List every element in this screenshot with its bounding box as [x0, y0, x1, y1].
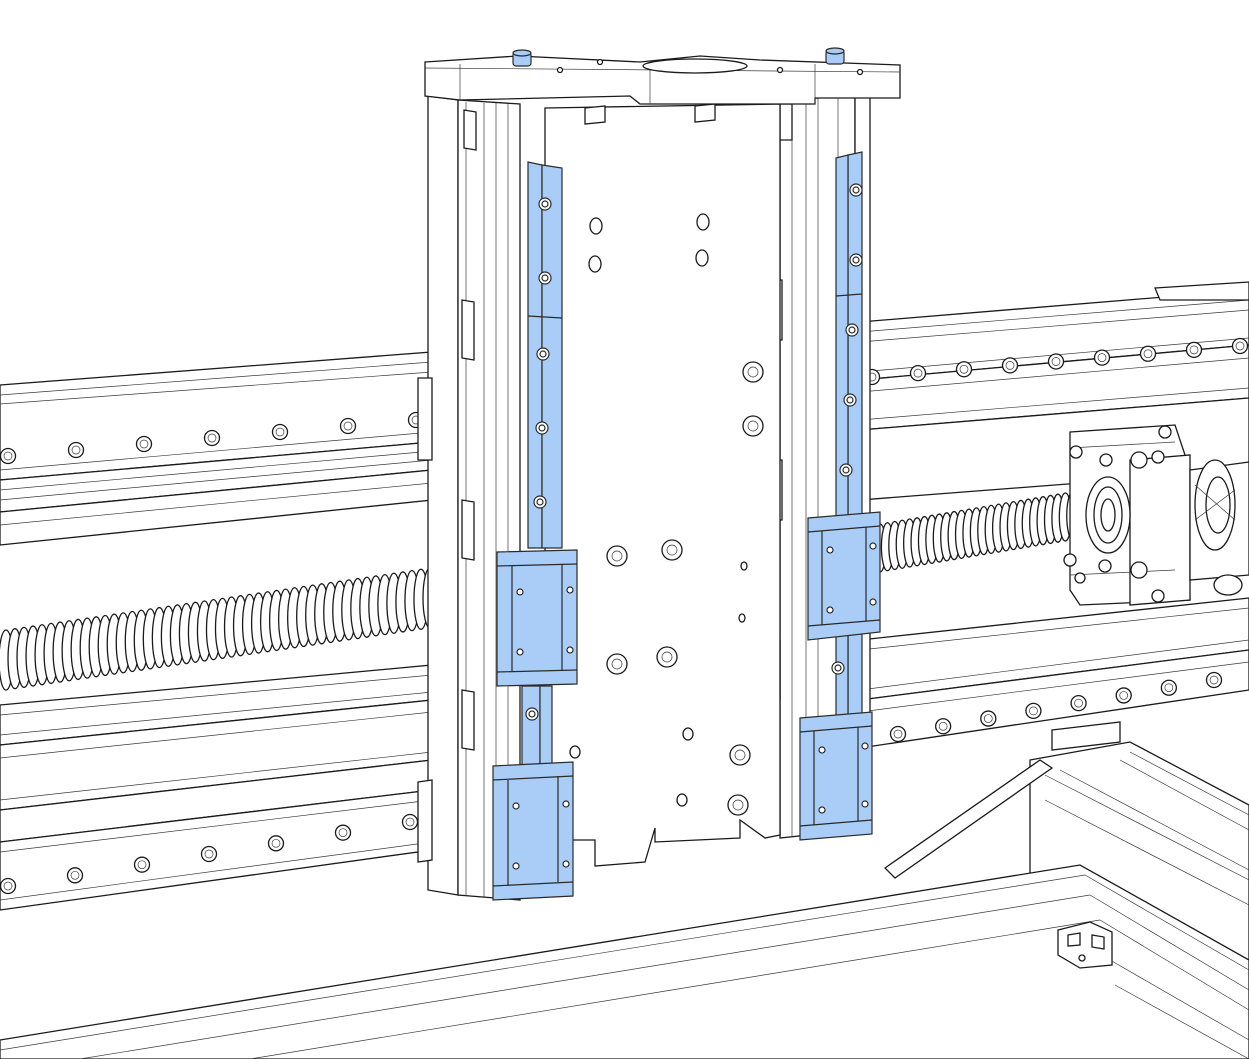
rail-bolt	[536, 347, 550, 361]
linear-rail-left-face	[541, 164, 563, 549]
left-ballscrew	[0, 567, 438, 691]
extrusion-bolt	[1115, 687, 1132, 704]
linear-rail-left-lower	[521, 685, 541, 771]
mounting-hole	[696, 213, 710, 231]
mounting-hole	[569, 745, 581, 759]
corner-bracket	[1057, 921, 1113, 969]
rail-bolt	[843, 393, 857, 407]
extrusion-bolt	[1093, 349, 1111, 366]
left-lower-bolt-row	[0, 813, 419, 895]
mounting-hole	[738, 613, 746, 623]
socket-cap-screw	[606, 545, 628, 567]
extrusion-bolt	[401, 813, 419, 831]
extrusion-bolt	[1205, 671, 1223, 689]
plate-mounting-holes	[569, 213, 764, 816]
extrusion-bolt	[980, 710, 997, 727]
rail-bolt	[831, 661, 845, 675]
extrusion-bolt	[934, 718, 952, 735]
rail-bolt	[839, 463, 853, 477]
extrusion-bolt	[200, 845, 218, 863]
extrusion-bolt	[1160, 679, 1178, 696]
extrusion-bolt	[1185, 341, 1203, 359]
mounting-hole	[695, 249, 709, 267]
socket-cap-screw	[606, 653, 628, 675]
extrusion-bolt	[271, 423, 289, 441]
mounting-hole	[740, 561, 748, 571]
extrusion-bolt	[135, 435, 153, 453]
rail-bolt	[538, 271, 552, 285]
right-lower-bolt-row	[889, 671, 1223, 743]
mounting-hole	[589, 217, 603, 235]
extrusion-bolt	[889, 725, 907, 743]
linear-rail-left-lower-face	[539, 685, 553, 771]
rail-bolts	[525, 183, 863, 721]
rail-bolt	[849, 183, 863, 197]
carriage-block-left-lower	[492, 761, 574, 901]
extrusion-bolt	[267, 835, 285, 852]
socket-cap-screw	[742, 361, 764, 383]
left-x-extrusion	[0, 351, 433, 546]
socket-cap-screw	[661, 539, 683, 561]
front-frame	[0, 721, 1249, 1059]
rail-bolt	[535, 421, 549, 435]
left-linear-rail	[521, 161, 563, 771]
extrusion-bolt	[133, 856, 151, 873]
extrusion-bolt	[0, 877, 17, 895]
extrusion-bolt	[1070, 694, 1087, 712]
extrusion-bolt	[1001, 357, 1019, 374]
bolt-cap-right	[825, 47, 845, 65]
left-rail-bolt-row	[0, 411, 425, 465]
left-lower-extrusion	[0, 664, 433, 911]
extrusion-bolt	[1139, 345, 1157, 362]
extrusion-bolt	[334, 824, 352, 841]
mounting-hole	[676, 793, 688, 807]
extrusion-bolt	[1047, 353, 1065, 370]
bolt-cap-left	[512, 49, 532, 67]
extrusion-bolt	[1231, 337, 1249, 355]
rail-bolt	[849, 253, 863, 267]
socket-cap-screw	[742, 415, 764, 437]
extrusion-bolt	[1025, 702, 1042, 720]
bearing-block	[1063, 424, 1191, 606]
extrusion-bolt	[955, 361, 973, 378]
carriage-block-left-upper	[496, 549, 578, 687]
mounting-hole	[682, 727, 694, 741]
extrusion-bolt	[909, 364, 927, 382]
socket-cap-screw	[727, 794, 749, 816]
rail-bolt	[845, 323, 859, 337]
extrusion-bolt	[0, 447, 17, 465]
extrusion-bolt	[67, 441, 85, 459]
carriage-block-right-lower	[799, 711, 873, 841]
mounting-hole	[588, 255, 602, 273]
socket-cap-screw	[729, 744, 751, 766]
rail-bolt	[538, 197, 552, 211]
right-lower-extrusion	[859, 597, 1249, 749]
rail-bolt	[533, 495, 547, 509]
extrusion-bolt	[66, 867, 84, 884]
extrusion-bolt	[203, 429, 221, 447]
carriage-block-right-upper	[807, 511, 881, 641]
extrusion-bolt	[339, 417, 357, 435]
shaft-coupler	[1189, 459, 1249, 596]
socket-cap-screw	[656, 646, 678, 668]
rail-bolt	[525, 707, 539, 721]
